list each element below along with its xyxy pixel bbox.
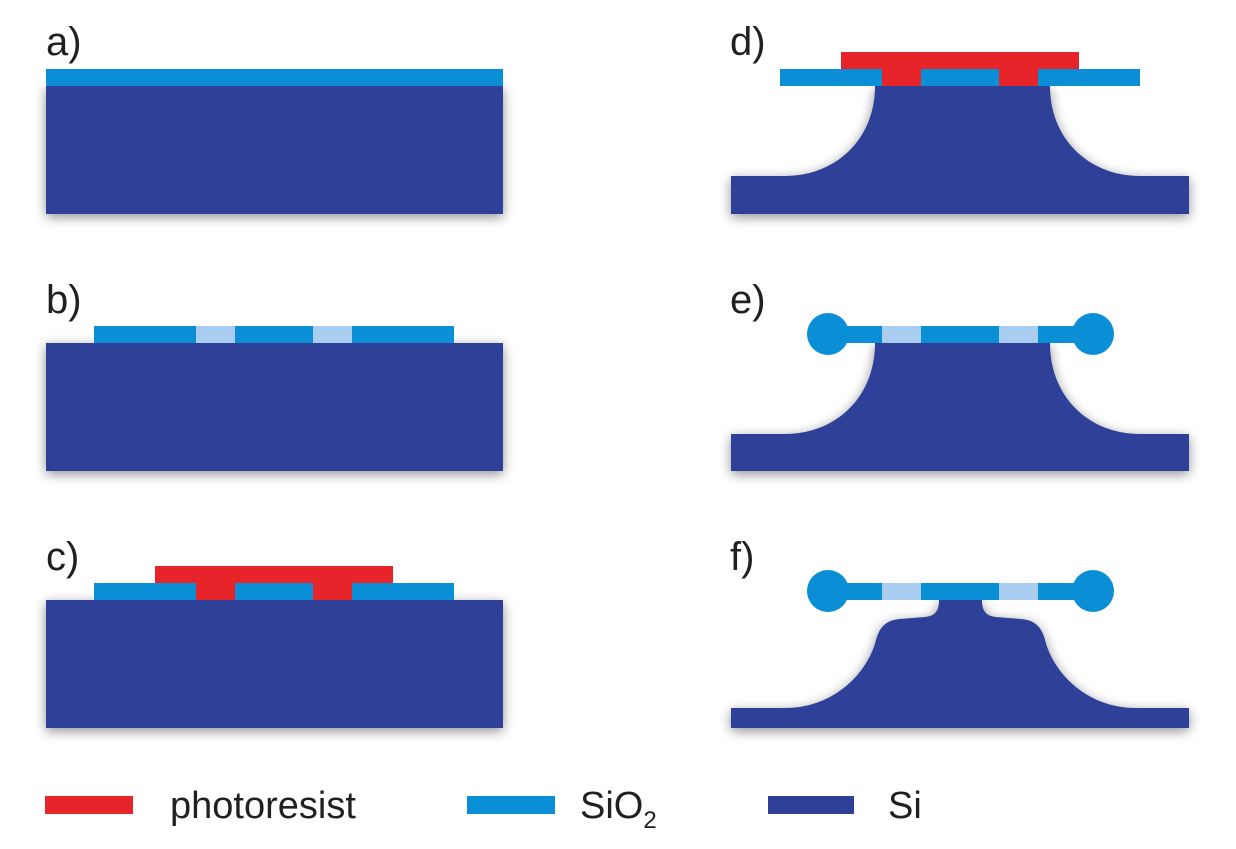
panel-f-label: f) xyxy=(730,535,754,579)
legend-item-photoresist: photoresist xyxy=(45,785,356,827)
panel-e-label: e) xyxy=(730,278,766,322)
panel-b: b) xyxy=(46,278,503,471)
si-substrate xyxy=(46,86,503,214)
si-pedestal xyxy=(731,86,1189,214)
legend-label-photoresist: photoresist xyxy=(170,785,356,827)
legend-label-sio2: SiO2 xyxy=(580,785,657,834)
legend-item-si: Si xyxy=(768,785,922,827)
sio2-layer xyxy=(826,326,1096,343)
sio2-toroid-rim-left xyxy=(807,570,849,612)
panel-e: e) xyxy=(730,278,1189,471)
legend-label-sio2-subscript: 2 xyxy=(643,807,656,834)
panel-b-label: b) xyxy=(46,278,82,322)
photoresist-opening-left xyxy=(196,583,235,600)
sio2-opening-right xyxy=(999,326,1038,343)
sio2-layer xyxy=(94,583,454,600)
si-pedestal-undercut xyxy=(731,600,1189,728)
si-substrate xyxy=(46,600,503,728)
sio2-opening-right xyxy=(313,326,352,343)
sio2-opening-right xyxy=(999,583,1038,600)
si-substrate xyxy=(46,343,503,471)
panel-a-label: a) xyxy=(46,20,82,64)
photoresist-opening-left xyxy=(882,69,921,86)
sio2-opening-left xyxy=(196,326,235,343)
sio2-toroid-rim-right xyxy=(1072,313,1114,355)
panel-f: f) xyxy=(730,535,1189,728)
sio2-layer xyxy=(826,583,1096,600)
panel-d: d) xyxy=(730,20,1189,214)
photoresist-layer xyxy=(841,52,1079,69)
photoresist-layer xyxy=(155,566,393,583)
panel-c: c) xyxy=(46,535,503,728)
panel-c-label: c) xyxy=(46,535,79,579)
legend-label-si: Si xyxy=(888,785,922,827)
photoresist-opening-right xyxy=(313,583,352,600)
sio2-toroid-rim-right xyxy=(1072,570,1114,612)
sio2-layer xyxy=(94,326,454,343)
legend-swatch-photoresist xyxy=(45,796,133,814)
legend-swatch-sio2 xyxy=(467,796,555,814)
sio2-opening-left xyxy=(882,583,921,600)
panel-d-label: d) xyxy=(730,20,766,64)
legend-swatch-si xyxy=(768,796,854,814)
sio2-layer xyxy=(780,69,1140,86)
sio2-opening-left xyxy=(882,326,921,343)
legend: photoresist SiO2 Si xyxy=(45,785,922,834)
panel-a: a) xyxy=(46,20,503,214)
photoresist-opening-right xyxy=(999,69,1038,86)
sio2-layer xyxy=(46,69,503,86)
legend-item-sio2: SiO2 xyxy=(467,785,657,834)
legend-label-sio2-main: SiO xyxy=(580,785,643,827)
sio2-toroid-rim-left xyxy=(807,313,849,355)
si-pedestal xyxy=(731,343,1189,471)
